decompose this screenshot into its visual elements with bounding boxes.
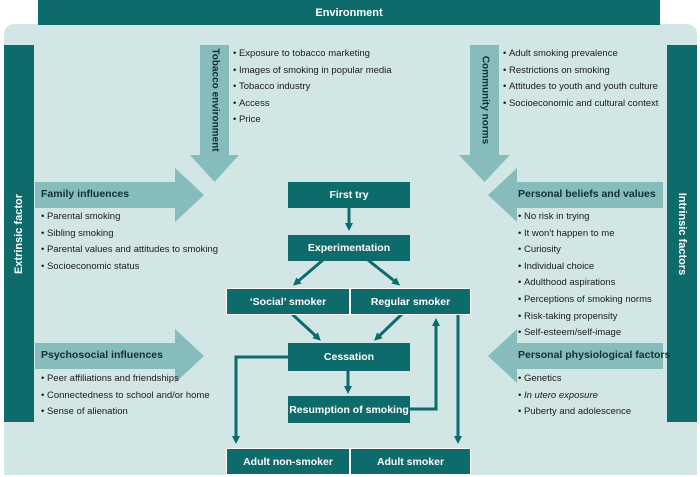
list-item: Access [233, 96, 392, 113]
list-item: Parental values and attitudes to smoking [41, 242, 218, 259]
list-item: Adult smoking prevalence [503, 46, 658, 63]
cessation-label: Cessation [323, 351, 375, 363]
list-item: In utero exposure [518, 388, 631, 405]
physiological-factors-list: Genetics In utero exposure Puberty and a… [518, 371, 631, 421]
list-item: Socioeconomic status [41, 259, 218, 276]
personal-beliefs-list: No risk in trying It won't happen to me … [518, 209, 652, 342]
personal-beliefs-label: Personal beliefs and values [518, 188, 656, 200]
physiological-factors-label: Personal physiological factors [518, 349, 671, 361]
resumption-to-regular [409, 318, 440, 411]
resumption-label: Resumption of smoking [289, 403, 409, 416]
first-try-label: First try [329, 189, 369, 201]
regular-to-cessation [374, 312, 404, 341]
list-item: Socioeconomic and cultural context [503, 96, 658, 113]
psychosocial-influences-arrow [35, 329, 204, 383]
list-item: Peer affiliations and friendships [41, 371, 210, 388]
family-influences-label: Family influences [41, 188, 130, 200]
list-item: Adulthood aspirations [518, 275, 652, 292]
list-item: Price [233, 112, 392, 129]
list-item: Restrictions on smoking [503, 63, 658, 80]
social-smoker-label: ‘Social’ smoker [249, 295, 327, 308]
list-item: Images of smoking in popular media [233, 63, 392, 80]
social-smoker-box: ‘Social’ smoker [226, 288, 350, 315]
regular-smoker-label: Regular smoker [370, 295, 451, 308]
resumption-box: Resumption of smoking [288, 396, 410, 423]
list-item: Curiosity [518, 242, 652, 259]
social-to-cessation [290, 312, 321, 341]
adult-smoker-box: Adult smoker [350, 448, 471, 475]
family-influences-arrow [35, 168, 204, 222]
list-item: Risk-taking propensity [518, 309, 652, 326]
list-item: Connectedness to school and/or home [41, 388, 210, 405]
adult-smoker-label: Adult smoker [376, 455, 445, 468]
community-norms-list: Adult smoking prevalence Restrictions on… [503, 46, 658, 112]
adult-non-smoker-box: Adult non-smoker [226, 448, 350, 475]
list-item: Genetics [518, 371, 631, 388]
list-item: Sibling smoking [41, 226, 218, 243]
experimentation-label: Experimentation [307, 242, 391, 254]
list-item: Attitudes to youth and youth culture [503, 79, 658, 96]
experimentation-to-social [292, 258, 324, 286]
personal-beliefs-arrow [488, 168, 663, 222]
list-item: Parental smoking [41, 209, 218, 226]
cessation-to-adult-non-smoker [232, 355, 288, 444]
environment-header: Environment [38, 0, 660, 25]
list-item: Tobacco industry [233, 79, 392, 96]
tobacco-environment-list: Exposure to tobacco marketing Images of … [233, 46, 392, 129]
experimentation-box: Experimentation [288, 235, 410, 261]
psychosocial-influences-label: Psychosocial influences [41, 349, 163, 361]
family-influences-list: Parental smoking Sibling smoking Parenta… [41, 209, 218, 275]
list-item: It won't happen to me [518, 226, 652, 243]
cessation-box: Cessation [288, 343, 410, 371]
list-item: No risk in trying [518, 209, 652, 226]
tobacco-environment-arrow [190, 45, 239, 182]
list-item: Exposure to tobacco marketing [233, 46, 392, 63]
list-item: Perceptions of smoking norms [518, 292, 652, 309]
extrinsic-factor-bar: Extrinsic factor [4, 45, 34, 422]
community-norms-arrow [459, 45, 510, 182]
intrinsic-factors-bar: Intrinsic factors [667, 45, 697, 422]
adult-non-smoker-label: Adult non-smoker [243, 455, 333, 468]
environment-title: Environment [315, 6, 383, 19]
psychosocial-influences-list: Peer affiliations and friendships Connec… [41, 371, 210, 421]
list-item: Puberty and adolescence [518, 404, 631, 421]
list-item: Sense of alienation [41, 404, 210, 421]
list-item: Self-esteem/self-image [518, 325, 652, 342]
physiological-factors-arrow [488, 329, 663, 383]
first-try-box: First try [288, 182, 410, 208]
regular-smoker-box: Regular smoker [350, 288, 471, 315]
experimentation-to-regular [367, 258, 401, 286]
list-item: Individual choice [518, 259, 652, 276]
